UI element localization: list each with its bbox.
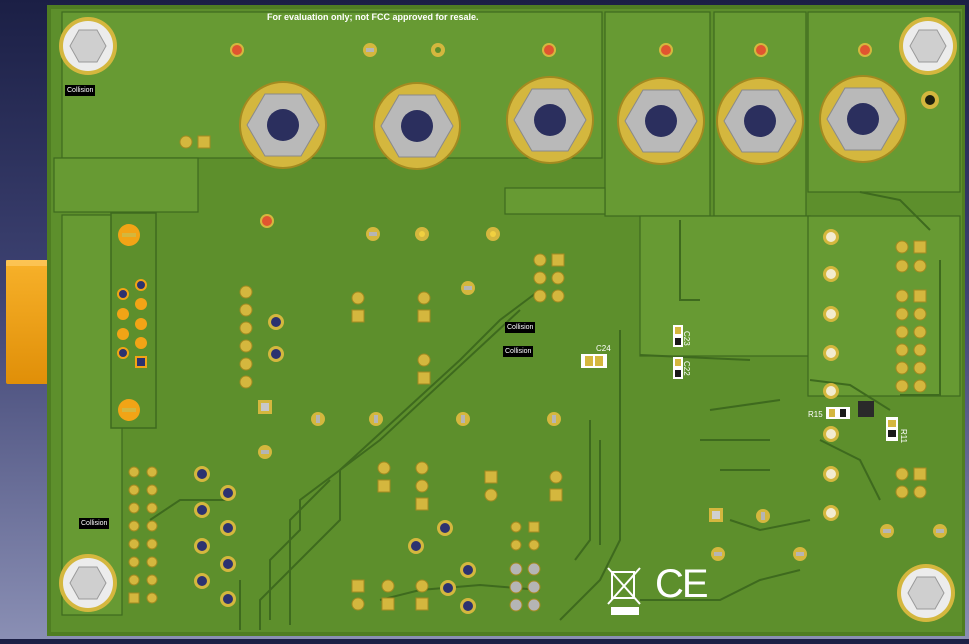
refdes-c22: C22: [682, 361, 691, 376]
collision-label: Collision: [503, 346, 534, 357]
left-connector: [110, 212, 157, 429]
pin-headers: [128, 135, 927, 612]
standoffs-top: [239, 75, 907, 170]
right-white-pads: [823, 229, 839, 521]
collision-label: Collision: [79, 518, 110, 529]
collision-label: Collision: [65, 85, 96, 96]
red-leds: [230, 43, 872, 228]
refdes-r11: R11: [899, 429, 908, 444]
smd-parts: [258, 325, 898, 522]
collision-label: Collision: [505, 322, 536, 333]
evaluation-banner: For evaluation only; not FCC approved fo…: [267, 12, 479, 22]
side-connector: [6, 260, 50, 384]
test-points: [258, 43, 947, 561]
corner-mounts: [59, 17, 957, 622]
refdes-r15: R15: [808, 410, 823, 419]
refdes-c23: C23: [682, 331, 691, 346]
weee-bin-icon: [607, 567, 641, 615]
refdes-c24: C24: [596, 344, 611, 353]
ce-mark-icon: CE: [655, 562, 709, 606]
blue-vias: [194, 314, 476, 614]
